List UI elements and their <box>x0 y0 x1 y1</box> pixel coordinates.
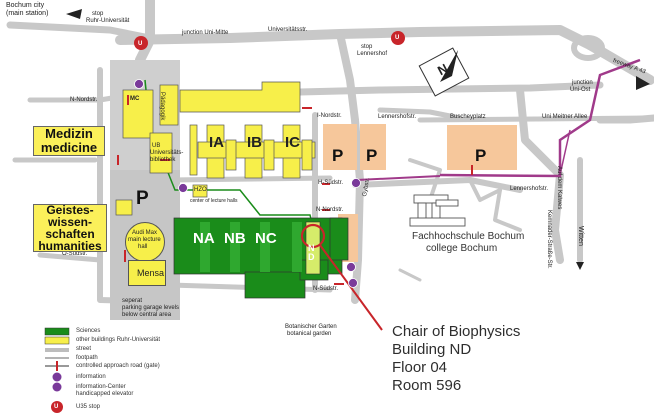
label-stop-lennershof-2: Lennershof <box>357 51 388 57</box>
label-geistes-3: schaften <box>45 227 95 241</box>
street-h-suedstr: H-Südstr. <box>318 180 344 186</box>
mensa-building <box>128 260 166 286</box>
audimax-building <box>125 222 165 262</box>
legend-information-center: information-Center <box>76 384 126 390</box>
legend-street: street <box>76 346 92 352</box>
label-junction-uni-ost-2: Uni-Ost <box>570 87 591 93</box>
legend-u-icon: U <box>54 404 59 410</box>
legend-footpath: footpath <box>76 355 98 361</box>
label-geistes-2: wissen- <box>47 215 92 229</box>
building-nb[interactable]: NB <box>224 230 246 247</box>
label-separat-1: seperat <box>122 298 143 304</box>
callout-building: Building ND <box>392 341 472 358</box>
label-bochum-city: Bochum city <box>6 2 45 9</box>
label-fh-bochum: Fachhochschule Bochum <box>412 231 525 242</box>
label-ub-3: bibliothek <box>150 157 176 163</box>
street-o-suedstr: O-Südstr. <box>62 251 88 257</box>
label-audimax-3: hall <box>138 244 148 250</box>
parking-1: P <box>332 146 344 165</box>
label-stop-ruhr-uni: Ruhr-Universität <box>86 18 130 24</box>
label-paedagogik: Pädagogik <box>159 92 165 121</box>
label-botanischer-garten: Botanischer Garten <box>285 324 337 330</box>
label-medizin-de: Medizin <box>45 126 93 141</box>
label-hzo: HZO <box>194 187 207 193</box>
street-lennershofstr-2: Lennershofstr. <box>510 186 549 192</box>
label-ub-2: Universitäts- <box>150 150 184 156</box>
building-nc[interactable]: NC <box>255 230 277 247</box>
label-humanities: Geistes- wissen- schaften humanities <box>33 204 107 252</box>
label-audimax-2: main lecture <box>128 237 161 243</box>
street-universitaetsstr: Universitätsstr. <box>268 27 308 33</box>
street-n-nordstr-2: N-Nordstr. <box>316 207 344 213</box>
legend-sciences: Sciences <box>76 328 101 334</box>
building-nd[interactable]: ND <box>308 243 315 262</box>
label-mc: MC <box>130 96 140 102</box>
label-botanical-garden: botanical garden <box>287 331 332 337</box>
building-ib[interactable]: IB <box>247 134 262 151</box>
label-audimax: Audi Max <box>132 230 158 236</box>
building-ic[interactable]: IC <box>285 134 300 151</box>
label-ub: UB <box>152 143 161 149</box>
label-humanities-en: humanities <box>38 239 102 253</box>
legend-elevator: handicapped elevator <box>76 391 134 397</box>
legend-gate: controlled approach road (gate) <box>76 363 160 369</box>
building-ia[interactable]: IA <box>209 134 224 151</box>
u-stop-icon-2: U <box>395 35 400 41</box>
street-meitner-allee: Uni Meitner Allee <box>542 114 588 120</box>
street-auf-dem-kalwes: Auf dem Kalwes <box>556 166 562 210</box>
street-buscheyplatz: Buscheyplatz <box>450 114 486 120</box>
parking-central: P <box>136 188 149 209</box>
u-stop-icon: U <box>138 41 143 47</box>
street-junction-uni-mitte: junction Uni-Mitte <box>182 30 229 36</box>
callout-chair: Chair of Biophysics <box>392 323 521 340</box>
street-lennershofstr: Lennershofstr. <box>378 114 417 120</box>
label-separat-2: parking garage levels <box>122 305 180 311</box>
building-na[interactable]: NA <box>193 230 215 247</box>
street-i-nordstr: I-Nordstr. <box>317 113 342 119</box>
label-medicine-en: medicine <box>40 140 98 155</box>
callout-floor: Floor 04 <box>392 359 448 376</box>
label-stop: stop <box>92 11 104 17</box>
parking-3: P <box>475 146 487 165</box>
street-n-nordstr: N-Nordstr. <box>70 97 98 103</box>
label-geistes-1: Geistes- <box>46 203 94 217</box>
parking-2: P <box>366 146 378 165</box>
label-junction-uni-ost: junction <box>572 80 593 86</box>
label-separat-3: below central area <box>122 312 172 318</box>
legend-other-buildings: other buildings Ruhr-Universität <box>76 337 161 343</box>
label-medicine: Medizin medicine <box>33 126 105 156</box>
label-witten: Witten <box>577 226 584 246</box>
legend-information: information <box>76 374 106 380</box>
callout-room: Room 596 <box>392 377 462 394</box>
label-mensa: Mensa <box>137 268 165 278</box>
legend-u35: U35 stop <box>76 404 101 410</box>
street-n-suedstr: N-Südstr. <box>313 286 339 292</box>
label-main-station: (main station) <box>6 10 49 17</box>
street-kemnader: Kemnader-Straße-Str. <box>546 210 552 269</box>
label-hzo-2: center of lecture halls <box>190 198 238 204</box>
label-college-bochum: college Bochum <box>426 243 498 254</box>
label-stop-lennershof: stop <box>361 44 373 50</box>
